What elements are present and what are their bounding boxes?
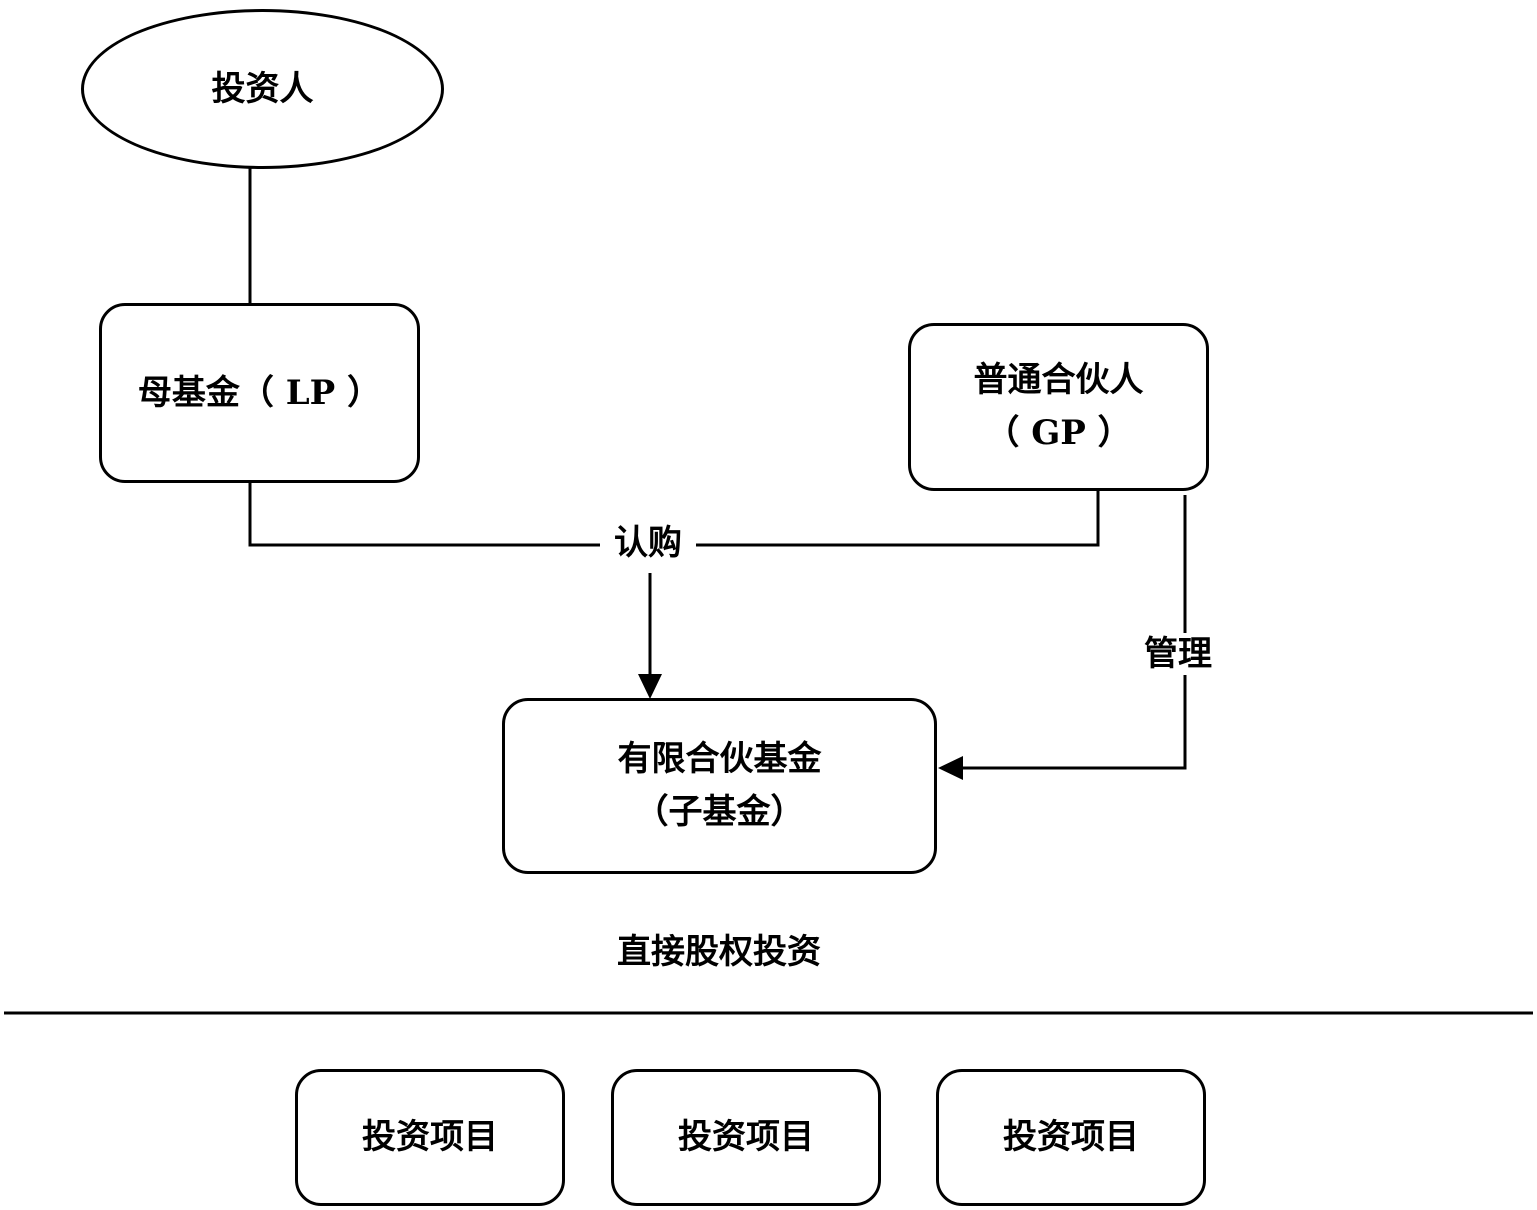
subscribe-arrowhead bbox=[638, 674, 662, 699]
investment-project-label: 投资项目 bbox=[362, 1117, 498, 1158]
general-partner-abbrev: （ GP ） bbox=[985, 413, 1132, 453]
general-partner-label: 普通合伙人 bbox=[973, 360, 1144, 401]
investment-project-node: 投资项目 bbox=[611, 1069, 881, 1206]
investment-project-label: 投资项目 bbox=[678, 1117, 814, 1158]
investment-project-node: 投资项目 bbox=[936, 1069, 1206, 1206]
manage-line bbox=[962, 495, 1187, 770]
investor-node: 投资人 bbox=[81, 9, 444, 169]
sub-fund-label: 有限合伙基金 bbox=[617, 739, 822, 780]
manage-arrowhead bbox=[938, 756, 963, 780]
investor-label: 投资人 bbox=[211, 68, 314, 109]
investment-project-node: 投资项目 bbox=[295, 1069, 565, 1206]
sub-fund-node: 有限合伙基金 （子基金） bbox=[502, 698, 937, 874]
direct-equity-investment-label: 直接股权投资 bbox=[617, 932, 821, 972]
sub-fund-sublabel: （子基金） bbox=[634, 792, 805, 832]
manage-edge-label: 管理 bbox=[1144, 633, 1212, 675]
subscribe-edge-label: 认购 bbox=[600, 526, 696, 560]
investment-project-label: 投资项目 bbox=[1003, 1117, 1139, 1158]
general-partner-node: 普通合伙人 （ GP ） bbox=[908, 323, 1209, 491]
mother-fund-label: 母基金（ LP ） bbox=[137, 372, 382, 413]
mother-fund-node: 母基金（ LP ） bbox=[99, 303, 420, 483]
